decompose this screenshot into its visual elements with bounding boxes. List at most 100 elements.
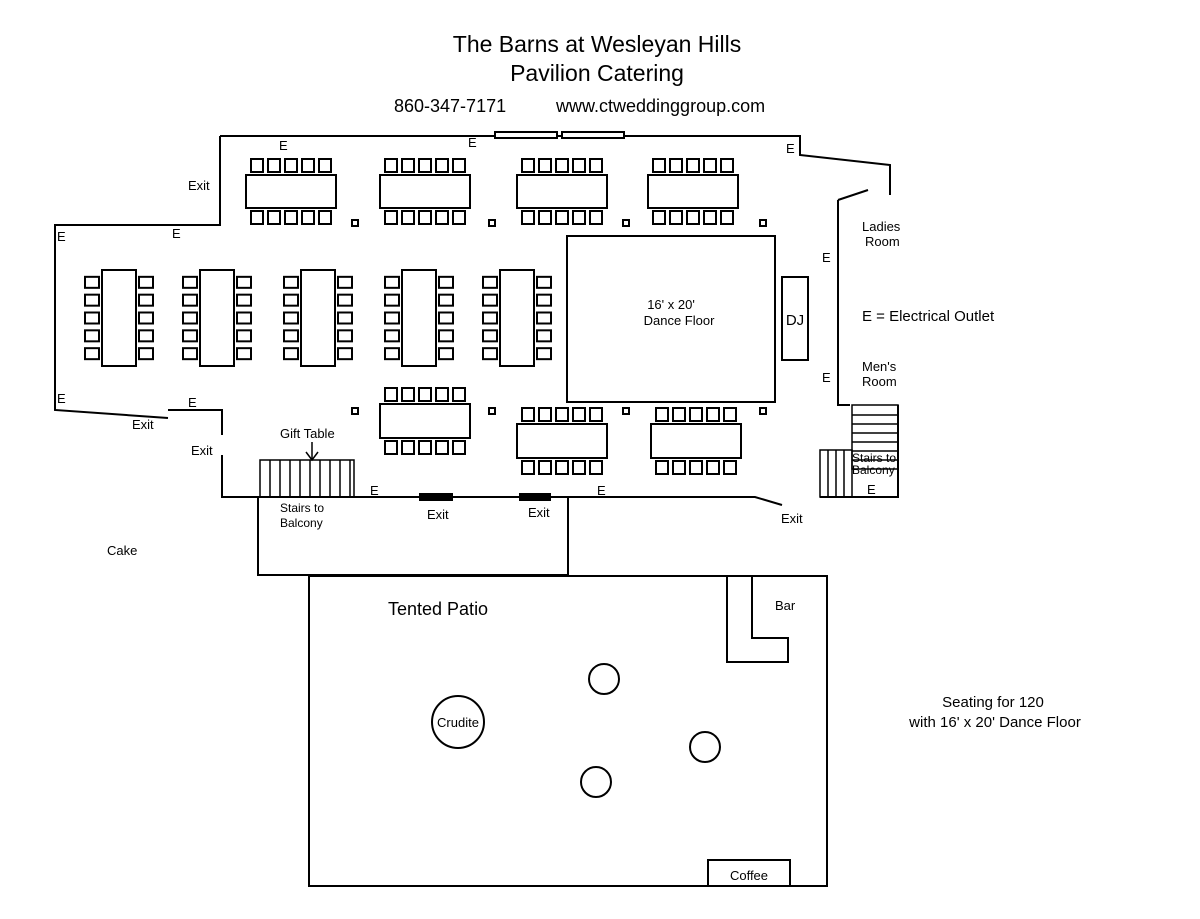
outlet-marker: E [57,229,66,244]
phone-number: 860-347-7171 [394,96,506,116]
chair [84,347,100,361]
chair [538,407,552,422]
chair [435,158,449,173]
support-post [622,407,630,415]
chair [572,158,586,173]
chair [401,387,415,402]
support-post [759,407,767,415]
chair [438,329,454,343]
chair [482,311,498,325]
round-table [588,663,620,695]
chair [703,158,717,173]
chair [236,329,252,343]
exit-label: Exit [528,505,550,520]
chair [672,460,686,475]
chair [686,158,700,173]
venue-title: The Barns at Wesleyan Hills [453,31,741,57]
chair [482,347,498,361]
chair [283,293,299,307]
chair [538,460,552,475]
chair [401,210,415,225]
chair [384,210,398,225]
chair [318,210,332,225]
legend-text: E = Electrical Outlet [862,308,995,325]
chair [138,293,154,307]
chair [384,347,400,361]
chair [438,293,454,307]
chair [521,460,535,475]
chair [589,210,603,225]
chair [384,158,398,173]
chair [438,275,454,289]
chair [689,460,703,475]
chair [138,347,154,361]
chair [723,460,737,475]
banquet-table [499,269,535,367]
chair [401,158,415,173]
chair [236,275,252,289]
chair [384,275,400,289]
chair [482,329,498,343]
chair [703,210,717,225]
chair [589,158,603,173]
chair [669,158,683,173]
venue-subtitle: Pavilion Catering [510,60,684,86]
chair [672,407,686,422]
banquet-table [245,174,337,209]
chair [138,329,154,343]
outlet-marker: E [786,141,795,156]
support-post [488,219,496,227]
mens-room-label: Men's [862,359,897,374]
chair [452,440,466,455]
banquet-table [647,174,739,209]
chair [720,158,734,173]
chair [301,158,315,173]
chair [138,275,154,289]
seating-capacity: Seating for 120 [942,694,1044,711]
chair [284,210,298,225]
support-post [622,219,630,227]
chair [538,210,552,225]
exit-label: Exit [191,443,213,458]
chair [572,460,586,475]
chair [337,293,353,307]
outlet-marker: E [370,483,379,498]
coffee-label: Coffee [730,868,768,883]
stair-outline [259,459,355,498]
chair [236,311,252,325]
exit-label: Exit [781,511,803,526]
chair [418,158,432,173]
outlet-marker: E [279,138,288,153]
chair [418,440,432,455]
banquet-table [199,269,235,367]
chair [482,293,498,307]
chair [689,407,703,422]
support-post [488,407,496,415]
chair [555,158,569,173]
chair [452,210,466,225]
chair [337,311,353,325]
chair [555,210,569,225]
chair [435,210,449,225]
chair [686,210,700,225]
chair [236,347,252,361]
chair [283,347,299,361]
round-table [689,731,721,763]
outlet-marker: E [822,370,831,385]
chair [182,311,198,325]
chair [435,440,449,455]
chair [236,293,252,307]
chair [337,347,353,361]
outlet-marker: E [468,135,477,150]
chair [555,407,569,422]
chair [706,460,720,475]
chair [536,275,552,289]
chair [536,329,552,343]
chair [589,407,603,422]
tented-patio-label: Tented Patio [388,599,488,619]
chair [182,293,198,307]
chair [138,311,154,325]
banquet-table [650,423,742,459]
furniture [84,158,767,475]
banquet-table [101,269,137,367]
